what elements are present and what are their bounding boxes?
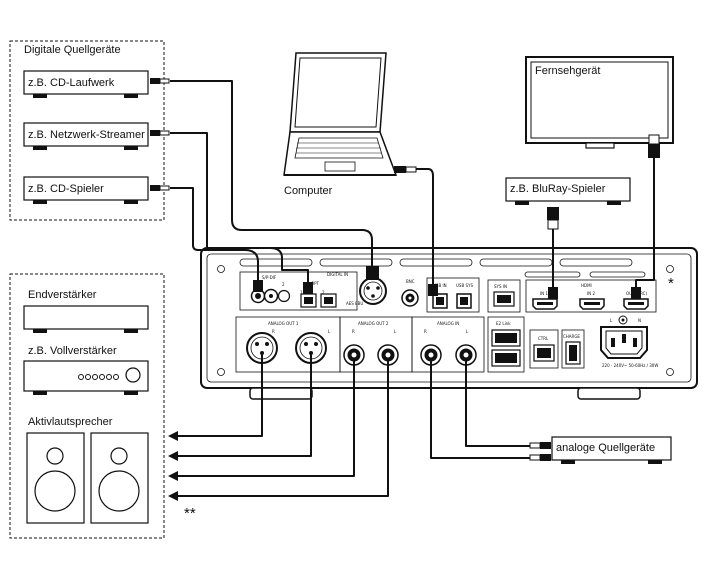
in-r-label: R: [424, 329, 427, 334]
hdmi-in1-label: IN 1: [540, 291, 548, 296]
rca-plug-icon: [150, 185, 170, 191]
computer-label: Computer: [284, 185, 333, 197]
arrow-left-icon: [168, 471, 178, 481]
vollverstaerker-label: z.B. Vollverstärker: [28, 345, 117, 357]
speaker-left-icon: [26, 432, 85, 524]
rca-plug-icon: [529, 442, 551, 449]
cable-cd-spieler: [170, 187, 259, 290]
ctrl-label: CTRL: [538, 336, 549, 341]
digital-sources-group: [9, 40, 165, 221]
cable-xlr-l: [176, 352, 312, 457]
aktiv-label: Aktivlautsprecher: [28, 416, 113, 428]
mains-spec-label: 220 - 240V~ 50-60Hz / 30W: [602, 363, 658, 368]
streamer-device: z.B. Netzwerk-Streamer: [23, 122, 149, 150]
rca-plug-icon: [529, 454, 551, 461]
cd-laufwerk-label: z.B. CD-Laufwerk: [28, 77, 115, 89]
rca-plug-icon: [253, 280, 263, 292]
spdif-3-socket: [277, 289, 291, 303]
analog-out-2-label: ANALOG OUT 2: [358, 321, 389, 326]
opt-1-label: 1: [300, 290, 303, 295]
hdmi-plug-icon: [548, 287, 558, 299]
spdif-2-label: 2: [282, 282, 285, 287]
analog-out-1-label: ANALOG OUT 1: [268, 321, 299, 326]
footnote-double-star: **: [184, 505, 196, 522]
outputs-group: [9, 273, 165, 539]
cable-streamer: [170, 132, 309, 294]
cable-cd-laufwerk: [170, 80, 373, 278]
usb-plug-icon: [428, 284, 438, 296]
mains-l-label: L: [610, 318, 613, 323]
cable-computer: [416, 168, 434, 294]
opt-2-label: 2: [322, 290, 325, 295]
e2-link-label: E2 Link: [496, 321, 511, 326]
cd-spieler-device: z.B. CD-Spieler: [23, 176, 149, 204]
usb-sys-label: USB SYS: [456, 283, 473, 288]
bluray-label: z.B. BluRay-Spieler: [510, 183, 606, 195]
cd-spieler-label: z.B. CD-Spieler: [28, 183, 104, 195]
out2-r-label: R: [352, 329, 355, 334]
tv-icon: Fernsehgerät: [525, 56, 674, 149]
hdmi-in2-label: IN 2: [587, 291, 595, 296]
analog-sources-label: analoge Quellgeräte: [556, 442, 655, 454]
arrow-left-icon: [168, 491, 178, 501]
hdmi-plug-icon: [547, 207, 559, 230]
opt-label: OPT: [311, 281, 320, 286]
hdmi-label: HDMI: [581, 283, 592, 288]
optical-plug-icon: [303, 282, 313, 294]
in-l-label: L: [466, 329, 469, 334]
analog-in-label: ANALOG IN: [437, 321, 459, 326]
arrow-left-icon: [168, 431, 178, 441]
digital-in-label: DIGITAL IN: [327, 272, 348, 277]
hdmi-plug-icon: [631, 287, 641, 299]
rca-plug-icon: [150, 78, 170, 84]
cd-laufwerk-device: z.B. CD-Laufwerk: [23, 70, 149, 98]
xlr-plug-icon: [366, 266, 379, 280]
sys-in-label: SYS IN: [494, 284, 507, 289]
device-rear-panel: S/P-DIF DIGITAL IN OPT AES EBU 1 2 1 2 B…: [200, 247, 698, 400]
out2-l-label: L: [394, 329, 397, 334]
hdmi-plug-icon: [648, 134, 660, 158]
digital-sources-title: Digitale Quellgeräte: [24, 44, 121, 56]
streamer-label: z.B. Netzwerk-Streamer: [28, 129, 145, 141]
cable-rca-out-r: [176, 360, 355, 477]
charge-label: CHARGE: [563, 334, 580, 339]
laptop-icon: [283, 52, 398, 176]
bluray-device: z.B. BluRay-Spieler: [505, 177, 631, 205]
cable-analog-in-r: [430, 360, 530, 459]
usb-in-label: USB IN: [433, 283, 447, 288]
out1-l-label: L: [328, 329, 331, 334]
integrated-amp-device: [23, 360, 149, 395]
power-amp-device: [23, 305, 149, 333]
arrow-left-icon: [168, 451, 178, 461]
mains-n-label: N: [638, 318, 641, 323]
speaker-right-icon: [90, 432, 149, 524]
analog-sources-device: analoge Quellgeräte: [551, 436, 672, 464]
footnote-star: *: [668, 275, 674, 292]
bnc-label: BNC: [406, 279, 415, 284]
out1-r-label: R: [272, 329, 275, 334]
cable-xlr-r: [176, 352, 263, 437]
rca-plug-icon: [150, 130, 170, 136]
cable-rca-out-l: [176, 360, 389, 497]
endverstaerker-label: Endverstärker: [28, 289, 97, 301]
tv-label: Fernsehgerät: [535, 65, 600, 77]
cable-analog-in-l: [465, 360, 530, 447]
usb-plug-icon: [394, 166, 417, 173]
aes-label: AES EBU: [346, 301, 363, 306]
arrow-heads: [168, 431, 178, 501]
spdif-label: S/P-DIF: [262, 275, 277, 280]
